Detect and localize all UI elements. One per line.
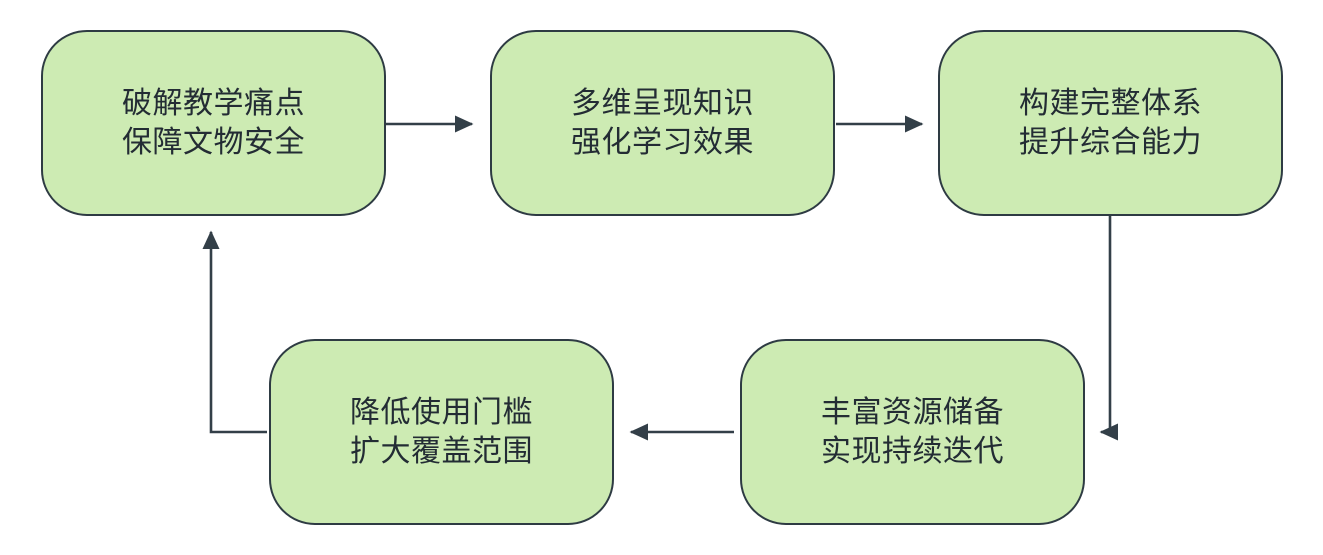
node-text-line-2: 保障文物安全 [122,126,305,159]
node-text-line-2: 扩大覆盖范围 [350,435,533,468]
flow-node-构建完整体系[interactable]: 构建完整体系 提升综合能力 [938,30,1283,216]
node-text-line-2: 实现持续迭代 [821,435,1004,468]
node-text-line-1: 降低使用门槛 [350,396,533,429]
flow-node-破解教学痛点[interactable]: 破解教学痛点 保障文物安全 [41,30,386,216]
node-text-line-1: 构建完整体系 [1019,87,1202,120]
node-text-line-2: 强化学习效果 [571,126,754,159]
node-text-line-1: 丰富资源储备 [821,396,1004,429]
flow-node-丰富资源储备[interactable]: 丰富资源储备 实现持续迭代 [740,339,1085,525]
edge-node5-to-node1 [202,230,267,434]
node-text-line-1: 破解教学痛点 [122,87,305,120]
edge-node3-to-node4 [1099,216,1119,441]
flow-node-多维呈现知识[interactable]: 多维呈现知识 强化学习效果 [490,30,835,216]
node-text-line-2: 提升综合能力 [1019,126,1202,159]
flow-node-降低使用门槛[interactable]: 降低使用门槛 扩大覆盖范围 [269,339,614,525]
node-text-line-1: 多维呈现知识 [571,87,754,120]
